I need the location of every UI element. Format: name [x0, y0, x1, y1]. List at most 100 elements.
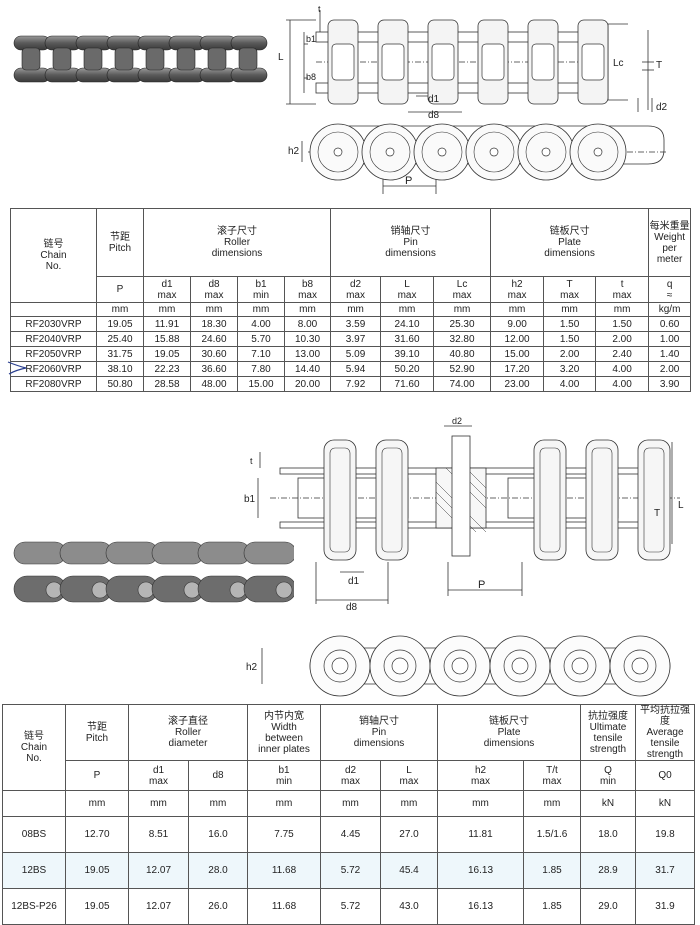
- label-d1: d1: [428, 94, 440, 105]
- label-Lc: Lc: [613, 58, 624, 69]
- roller-body: [481, 43, 505, 81]
- chain-no-cell: 12BS: [2, 852, 66, 889]
- value-cell: 2.00: [648, 361, 692, 377]
- value-cell: 11.81: [437, 816, 524, 853]
- photo-roller: [238, 47, 258, 71]
- roller-inner-ring: [443, 649, 477, 683]
- value-cell: 50.80: [96, 376, 144, 392]
- photo-pin: [275, 581, 293, 599]
- photo-link-plate: [13, 541, 67, 565]
- value-cell: 19.05: [143, 346, 191, 362]
- header2-average-strength: 平均抗拉强度 Average tensile strength: [635, 704, 695, 761]
- units-chain-blank: [10, 302, 97, 317]
- value-cell: 2.40: [595, 346, 650, 362]
- value-cell: 7.75: [247, 816, 321, 853]
- value-cell: 1.50: [543, 316, 597, 332]
- photo-link-plate: [243, 541, 294, 565]
- roller-body: [381, 447, 403, 553]
- value-cell: 10.30: [283, 331, 332, 347]
- unit-cell: mm: [188, 790, 248, 817]
- value-cell: 31.60: [380, 331, 435, 347]
- value-cell: 74.00: [433, 376, 492, 392]
- unit-cell: mm: [320, 790, 381, 817]
- value-cell: 30.60: [190, 346, 238, 362]
- photo-roller: [83, 47, 103, 71]
- roller-inner-ring: [623, 649, 657, 683]
- roller-inner-ring: [525, 131, 567, 173]
- value-cell: 16.0: [188, 816, 248, 853]
- header2-chain-no: 链号 Chain No.: [2, 704, 66, 791]
- value-cell: 12.00: [490, 331, 545, 347]
- photo-pin: [91, 581, 109, 599]
- value-cell: 25.40: [96, 331, 144, 347]
- value-cell: 2.00: [595, 331, 650, 347]
- unit-cell: mm: [330, 302, 382, 317]
- roller-inner-ring: [317, 131, 359, 173]
- photo-roller: [207, 47, 227, 71]
- roller-body: [531, 43, 555, 81]
- label-d1-b: d1: [348, 576, 360, 587]
- header2-ultimate-strength: 抗拉强度 Ultimate tensile strength: [580, 704, 636, 761]
- roller-inner-ring: [369, 131, 411, 173]
- roller-inner-ring: [421, 131, 463, 173]
- chain-no-cell: 12BS-P26: [2, 888, 66, 925]
- label-P-b: P: [478, 579, 485, 591]
- value-cell: 5.72: [320, 888, 381, 925]
- unit-cell: kN: [580, 790, 636, 817]
- value-cell: 24.60: [190, 331, 238, 347]
- value-cell: 11.68: [247, 888, 321, 925]
- pin-hole: [391, 657, 409, 675]
- unit-cell: mm: [128, 790, 189, 817]
- roller-top-view: [637, 439, 671, 561]
- header-plate-dimensions: 链板尺寸 Plate dimensions: [490, 208, 650, 277]
- value-cell: 26.0: [188, 888, 248, 925]
- unit-cell: mm: [247, 790, 321, 817]
- pin-hole: [489, 147, 499, 157]
- header2-pitch: 节距 Pitch: [65, 704, 129, 761]
- unit-cell: mm: [380, 302, 435, 317]
- header-pitch: 节距 Pitch: [96, 208, 144, 277]
- chain-photo-top: [13, 35, 268, 83]
- value-cell: 25.30: [433, 316, 492, 332]
- roller-body: [381, 43, 405, 81]
- value-cell: 19.05: [96, 316, 144, 332]
- top-technical-drawing: t b1 b8 L Lc T d1 d8 d2 h2 P: [278, 4, 668, 194]
- value-cell: 5.09: [330, 346, 382, 362]
- unit-cell: kg/m: [648, 302, 692, 317]
- roller-inner-ring: [503, 649, 537, 683]
- label-d8: d8: [428, 110, 440, 121]
- header2-plate-dimensions: 链板尺寸 Plate dimensions: [437, 704, 581, 761]
- roller-top-view: [323, 439, 357, 561]
- value-cell: 28.58: [143, 376, 191, 392]
- value-cell: 1.5/1.6: [523, 816, 581, 853]
- subheader-2: d8: [188, 760, 248, 791]
- pin-hole: [385, 147, 395, 157]
- header2-roller-diameter: 滚子直径 Roller diameter: [128, 704, 248, 761]
- roller-inner-ring: [473, 131, 515, 173]
- unit-cell: mm: [490, 302, 545, 317]
- roller-inner-ring: [577, 131, 619, 173]
- value-cell: 36.60: [190, 361, 238, 377]
- roller-top-view: [585, 439, 619, 561]
- value-cell: 20.00: [283, 376, 332, 392]
- label-b8: b8: [306, 72, 316, 82]
- roller-body: [329, 447, 351, 553]
- header-weight: 每米重量 Weight per meter: [648, 208, 692, 277]
- photo-pin: [183, 581, 201, 599]
- value-cell: 3.20: [543, 361, 597, 377]
- photo-roller: [145, 47, 165, 71]
- value-cell: 16.13: [437, 888, 524, 925]
- roller-inner-ring: [563, 649, 597, 683]
- unit-cell: mm: [437, 790, 524, 817]
- value-cell: 71.60: [380, 376, 435, 392]
- spec-table-bs-series: 链号 Chain No. 节距 Pitch 滚子直径 Roller diamet…: [2, 704, 695, 925]
